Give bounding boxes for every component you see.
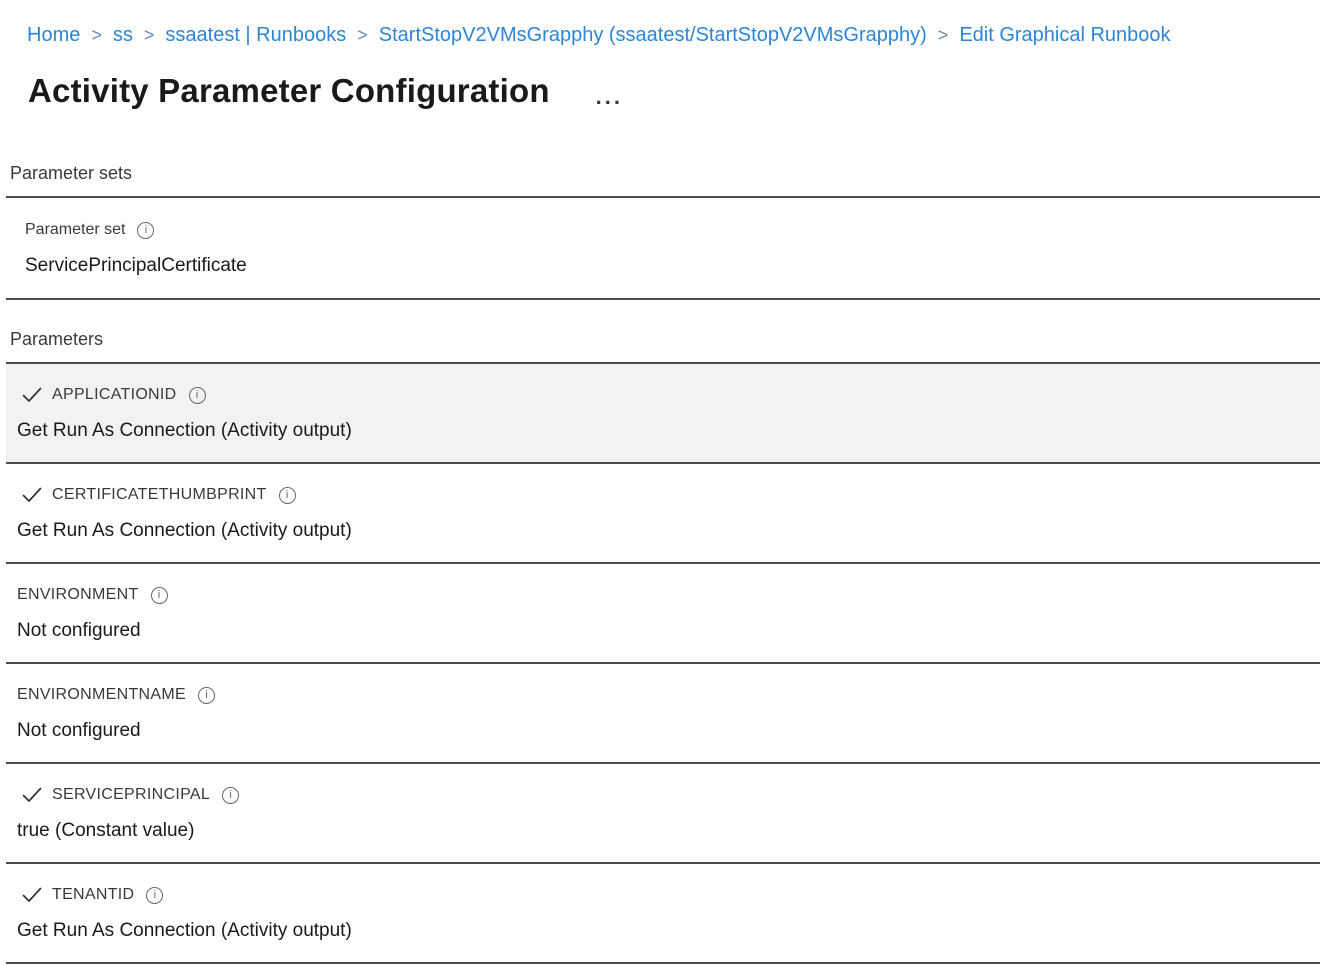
parameter-row[interactable]: APPLICATIONID i Get Run As Connection (A… <box>6 364 1320 464</box>
parameter-value: Get Run As Connection (Activity output) <box>17 520 352 541</box>
info-icon[interactable]: i <box>197 686 215 704</box>
checkmark-icon <box>22 787 42 803</box>
info-icon[interactable]: i <box>150 586 168 604</box>
parameter-name: APPLICATIONID <box>52 386 177 403</box>
breadcrumb-item-home[interactable]: Home <box>27 24 81 46</box>
parameter-name: SERVICEPRINCIPAL <box>52 786 211 803</box>
info-icon[interactable]: i <box>146 886 164 904</box>
parameters-section-header: Parameters <box>10 329 104 349</box>
info-icon[interactable]: i <box>137 221 155 239</box>
parameter-sets-section-header: Parameter sets <box>10 163 133 183</box>
parameter-name: ENVIRONMENTNAME <box>17 686 186 703</box>
checkmark-icon <box>22 387 42 403</box>
parameter-set-field[interactable]: Parameter set i ServicePrincipalCertific… <box>6 196 1320 300</box>
breadcrumb: Home > ss > ssaatest | Runbooks > StartS… <box>0 0 1327 48</box>
breadcrumb-item-ss[interactable]: ss <box>112 24 133 46</box>
parameter-row[interactable]: ENVIRONMENT i Not configured <box>6 564 1320 664</box>
page-header: Activity Parameter Configuration ... <box>28 70 1320 112</box>
breadcrumb-item-runbook[interactable]: StartStopV2VMsGrapphy (ssaatest/StartSto… <box>378 24 927 46</box>
parameter-set-value: ServicePrincipalCertificate <box>25 255 247 276</box>
more-options-icon[interactable]: ... <box>595 84 624 109</box>
parameter-value: Get Run As Connection (Activity output) <box>17 420 352 441</box>
parameter-value: true (Constant value) <box>17 820 195 841</box>
parameter-name: ENVIRONMENT <box>17 586 139 603</box>
chevron-right-icon: > <box>937 25 949 45</box>
page-title: Activity Parameter Configuration <box>28 72 550 109</box>
parameter-name: CERTIFICATETHUMBPRINT <box>52 486 267 503</box>
breadcrumb-item-edit-graphical-runbook[interactable]: Edit Graphical Runbook <box>959 24 1171 46</box>
parameter-value: Not configured <box>17 720 141 741</box>
parameter-value: Not configured <box>17 620 141 641</box>
chevron-right-icon: > <box>143 25 155 45</box>
breadcrumb-item-runbooks[interactable]: ssaatest | Runbooks <box>165 24 347 46</box>
parameter-name: TENANTID <box>52 886 135 903</box>
checkmark-icon <box>22 487 42 503</box>
parameters-list: APPLICATIONID i Get Run As Connection (A… <box>6 362 1320 964</box>
info-icon[interactable]: i <box>222 786 240 804</box>
parameter-row[interactable]: TENANTID i Get Run As Connection (Activi… <box>6 864 1320 964</box>
chevron-right-icon: > <box>91 25 102 45</box>
parameter-row[interactable]: CERTIFICATETHUMBPRINT i Get Run As Conne… <box>6 464 1320 564</box>
parameter-value: Get Run As Connection (Activity output) <box>17 920 352 941</box>
parameter-set-label: Parameter set <box>25 221 126 238</box>
parameter-row[interactable]: ENVIRONMENTNAME i Not configured <box>6 664 1320 764</box>
chevron-right-icon: > <box>357 25 368 45</box>
parameter-row[interactable]: SERVICEPRINCIPAL i true (Constant value) <box>6 764 1320 864</box>
info-icon[interactable]: i <box>188 386 206 404</box>
checkmark-icon <box>22 887 42 903</box>
info-icon[interactable]: i <box>278 486 296 504</box>
